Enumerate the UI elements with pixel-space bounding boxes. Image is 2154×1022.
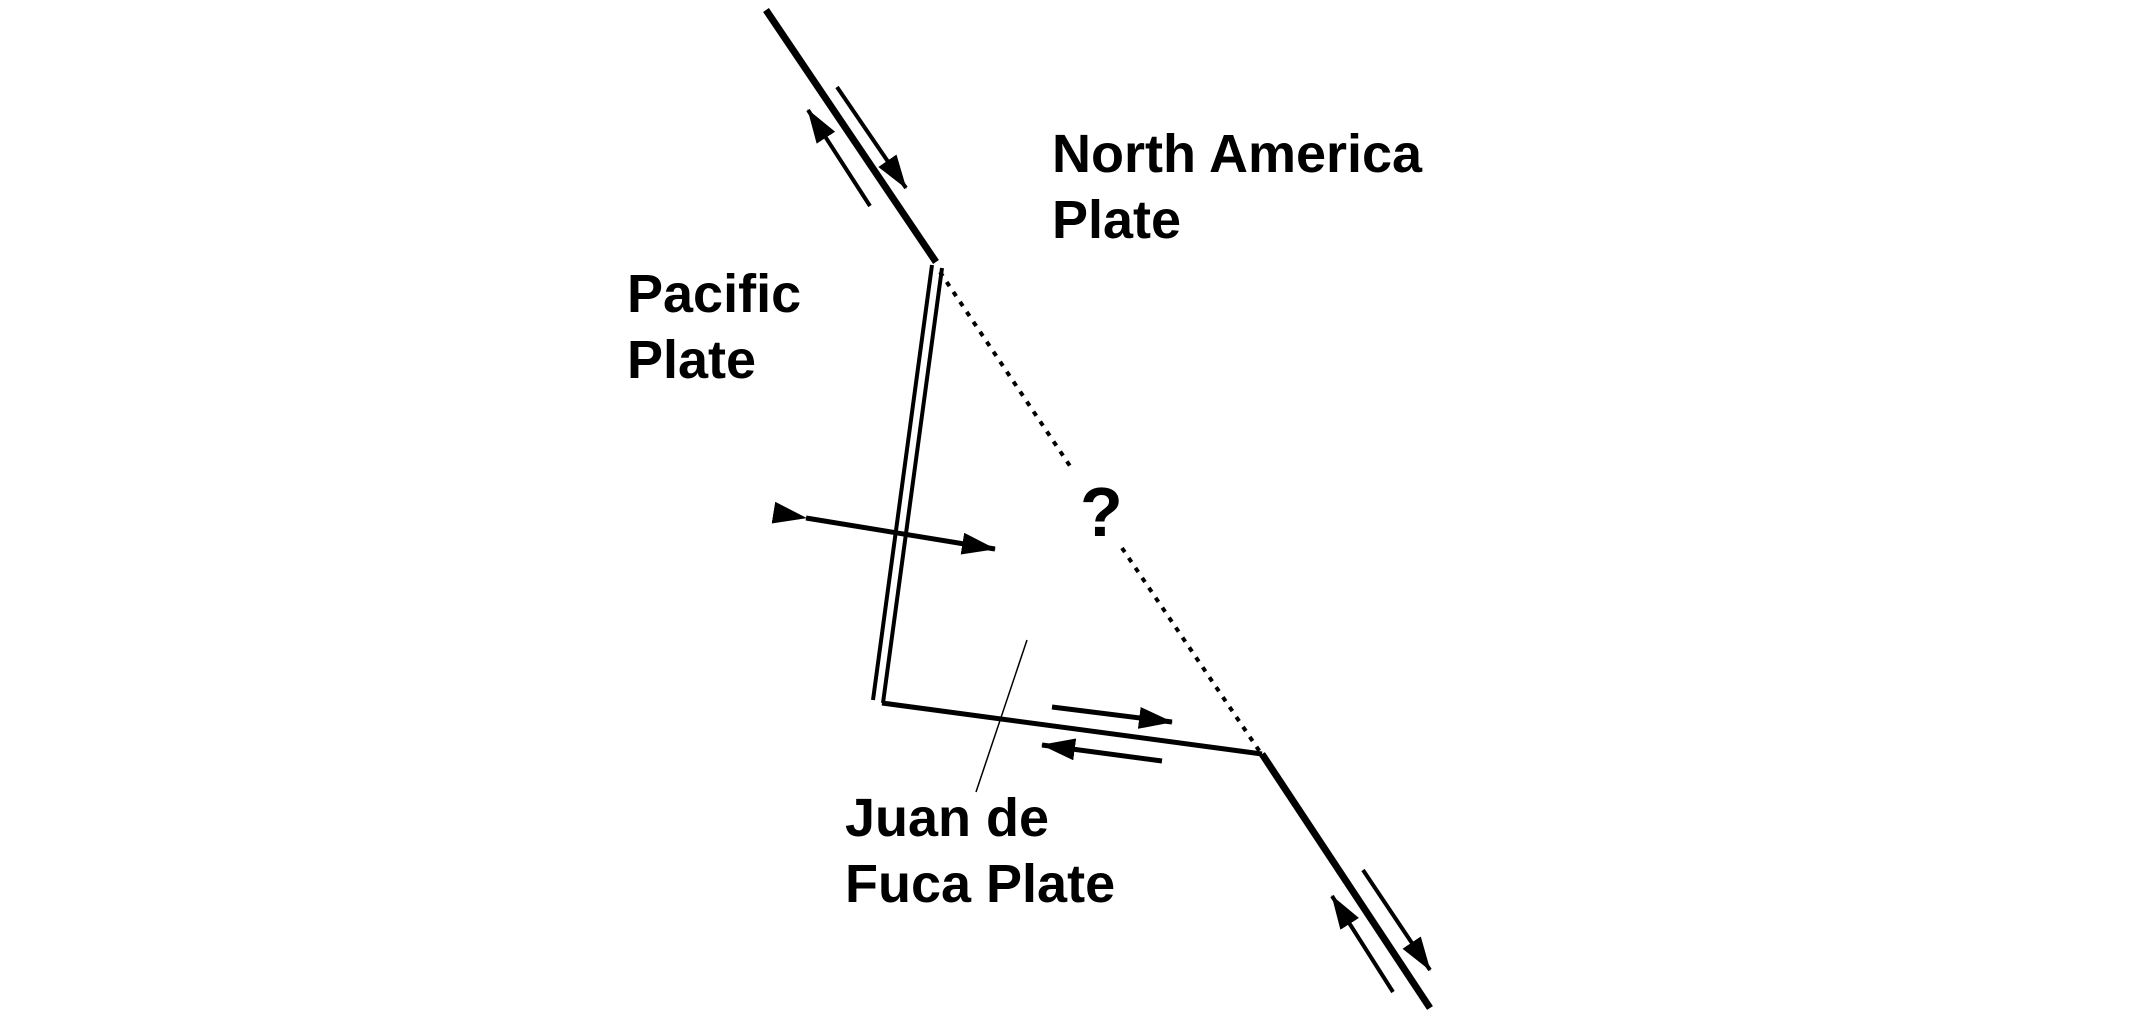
southern-transform-arrow-west: [1041, 738, 1163, 764]
lower-fault-arrow-southeast: [1361, 868, 1432, 972]
southern-transform-fault: [881, 700, 1263, 757]
spreading-arrow: [771, 501, 996, 555]
northern-fault-arrow-northwest: [806, 108, 872, 208]
north-america-label-line1: North America: [1052, 124, 1423, 184]
north-america-label-line2: Plate: [1052, 190, 1181, 250]
lower-transform-fault: [1259, 752, 1433, 1010]
northern-fault-arrow-southeast: [835, 85, 908, 190]
juan-de-fuca-leader-line: [975, 639, 1028, 793]
northern-transform-fault: [763, 8, 939, 264]
lower-fault-arrow-northwest: [1330, 894, 1395, 994]
unknown-boundary-upper: [938, 270, 1072, 468]
pacific-plate-label-line2: Plate: [627, 330, 756, 390]
spreading-ridge-line-left: [871, 264, 934, 701]
juan-de-fuca-label-line1: Juan de: [845, 788, 1049, 848]
southern-transform-arrow-east: [1051, 704, 1173, 729]
pacific-plate-label-line1: Pacific: [627, 264, 801, 324]
unknown-boundary-question-mark: ?: [1080, 473, 1123, 551]
spreading-ridge-line-right: [881, 267, 944, 704]
juan-de-fuca-label-line2: Fuca Plate: [845, 854, 1115, 914]
unknown-boundary-lower: [1120, 546, 1262, 754]
